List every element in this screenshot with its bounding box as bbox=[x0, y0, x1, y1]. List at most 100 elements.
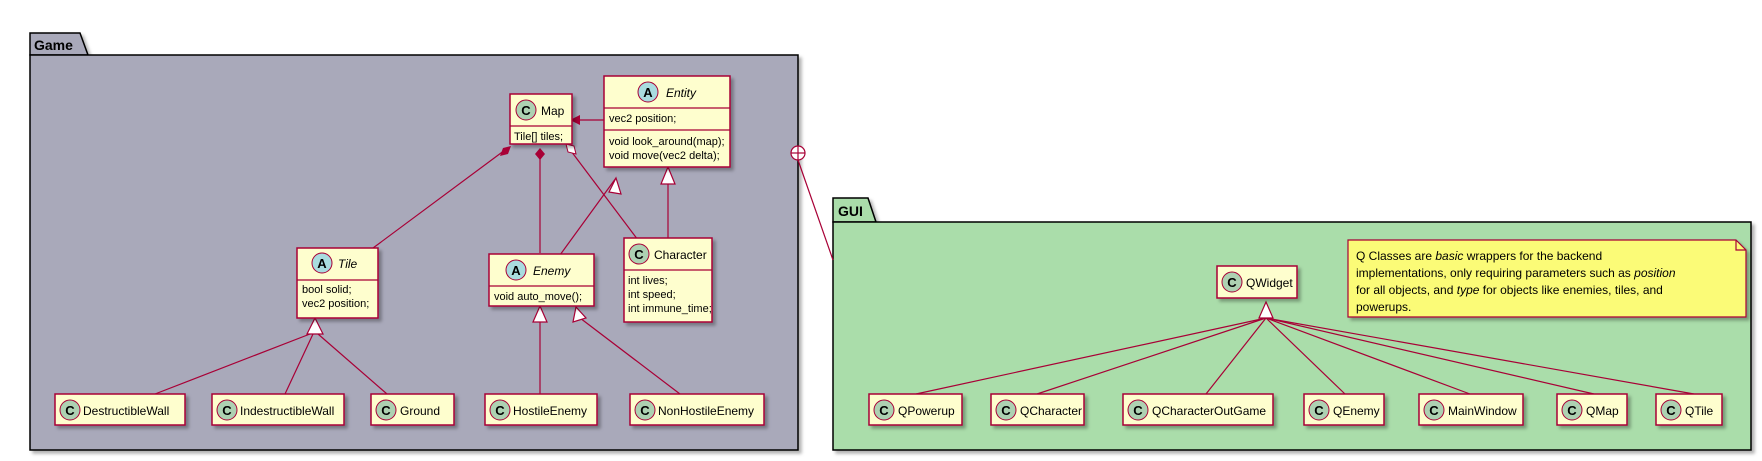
edge-dwall-tile bbox=[154, 333, 311, 395]
class-character[interactable]: C Character int lives; int speed; int im… bbox=[623, 237, 713, 323]
class-enemy[interactable]: A Enemy void auto_move(); bbox=[488, 253, 595, 307]
class-enemy-field: void auto_move(); bbox=[494, 291, 582, 303]
edge-decorations bbox=[306, 115, 1274, 335]
class-nonhostile-enemy-name: NonHostileEnemy bbox=[658, 404, 754, 418]
class-circle-icon bbox=[1308, 399, 1330, 421]
class-kind-letter: C bbox=[640, 403, 650, 418]
class-qcharacter-out-game-name: QCharacterOutGame bbox=[1152, 404, 1266, 418]
class-indestructible-wall[interactable]: C IndestructibleWall bbox=[211, 393, 345, 426]
class-entity-field: vec2 position; bbox=[609, 113, 676, 125]
class-qpowerup[interactable]: C QPowerup bbox=[868, 393, 963, 426]
class-qmap-name: QMap bbox=[1586, 404, 1619, 418]
edge-map-character bbox=[570, 150, 639, 241]
class-circle-icon bbox=[1127, 399, 1149, 421]
class-qpowerup-name: QPowerup bbox=[898, 404, 955, 418]
class-qenemy-name: QEnemy bbox=[1333, 404, 1380, 418]
class-qtile-name: QTile bbox=[1685, 404, 1714, 418]
class-tile-name: Tile bbox=[338, 257, 358, 271]
class-kind-letter: C bbox=[1567, 403, 1577, 418]
class-indestructible-wall-name: IndestructibleWall bbox=[240, 404, 334, 418]
class-circle-icon bbox=[59, 399, 81, 421]
class-entity-method: void move(vec2 delta); bbox=[609, 150, 720, 162]
class-circle-icon bbox=[489, 399, 511, 421]
edge-qcharacterout-qwidget bbox=[1205, 317, 1267, 395]
edge-qcharacter-qwidget bbox=[1036, 317, 1267, 395]
class-kind-letter: C bbox=[65, 403, 75, 418]
class-destructible-wall-name: DestructibleWall bbox=[83, 404, 169, 418]
class-kind-letter: A bbox=[643, 85, 653, 100]
composition-diamond-enemy bbox=[535, 148, 545, 160]
class-qwidget-name: QWidget bbox=[1246, 276, 1293, 290]
class-entity-name: Entity bbox=[666, 86, 697, 100]
class-kind-letter: A bbox=[317, 256, 327, 271]
class-circle-icon bbox=[375, 399, 397, 421]
edge-nonhostile-enemy bbox=[579, 317, 681, 395]
edge-map-tile bbox=[372, 149, 506, 249]
class-qenemy[interactable]: C QEnemy bbox=[1303, 393, 1385, 426]
edge-qenemy-qwidget bbox=[1265, 317, 1346, 395]
class-qwidget[interactable]: C QWidget bbox=[1216, 265, 1298, 299]
generalization-triangle-entity-1 bbox=[608, 176, 622, 195]
nesting-circle-plus-icon bbox=[790, 145, 806, 161]
class-kind-letter: C bbox=[634, 247, 644, 262]
class-kind-letter: C bbox=[1314, 403, 1324, 418]
abstract-circle-icon bbox=[311, 252, 333, 274]
note-line-3: for all objects, and type for objects li… bbox=[1356, 283, 1663, 297]
class-kind-letter: C bbox=[879, 403, 889, 418]
class-circle-icon bbox=[216, 399, 238, 421]
class-nonhostile-enemy[interactable]: C NonHostileEnemy bbox=[629, 393, 765, 426]
generalization-triangle-tile bbox=[306, 316, 324, 335]
edge-qtile-qwidget bbox=[1265, 317, 1695, 395]
class-map[interactable]: C Map Tile[] tiles; bbox=[509, 93, 573, 145]
class-circle-icon bbox=[1221, 271, 1243, 293]
composition-diamond-tile bbox=[500, 146, 511, 156]
class-circle-icon bbox=[995, 399, 1017, 421]
class-circle-icon bbox=[1660, 399, 1682, 421]
class-kind-letter: C bbox=[1429, 403, 1439, 418]
note-line-2: implementations, only requiring paramete… bbox=[1356, 266, 1676, 280]
package-game-title: Game bbox=[34, 37, 73, 53]
note-q-classes: Q Classes are basic wrappers for the bac… bbox=[1347, 239, 1747, 318]
generalization-triangle-entity-2 bbox=[660, 165, 676, 185]
class-qtile[interactable]: C QTile bbox=[1655, 393, 1723, 426]
edge-ground-tile bbox=[317, 333, 388, 395]
aggregation-diamond-character bbox=[565, 143, 577, 155]
note-line-4: powerups. bbox=[1356, 300, 1411, 314]
class-tile-field: vec2 position; bbox=[302, 298, 369, 310]
class-tile[interactable]: A Tile bool solid; vec2 position; bbox=[296, 247, 379, 319]
class-qcharacter[interactable]: C QCharacter bbox=[990, 393, 1085, 426]
class-entity[interactable]: A Entity vec2 position; void look_around… bbox=[603, 75, 731, 168]
arrowhead-entity-map bbox=[570, 115, 580, 125]
class-enemy-name: Enemy bbox=[533, 264, 571, 278]
class-character-field: int speed; bbox=[628, 289, 676, 301]
generalization-triangle-qwidget bbox=[1258, 300, 1274, 319]
class-main-window[interactable]: C MainWindow bbox=[1418, 393, 1524, 426]
edge-enemy-entity bbox=[559, 177, 617, 256]
class-destructible-wall[interactable]: C DestructibleWall bbox=[54, 393, 186, 426]
class-kind-letter: C bbox=[1227, 275, 1237, 290]
class-circle-icon bbox=[634, 399, 656, 421]
class-circle-icon bbox=[1561, 399, 1583, 421]
abstract-circle-icon bbox=[637, 81, 659, 103]
note-line-1: Q Classes are basic wrappers for the bac… bbox=[1356, 249, 1602, 263]
class-circle-icon bbox=[1423, 399, 1445, 421]
class-kind-letter: C bbox=[1001, 403, 1011, 418]
abstract-circle-icon bbox=[505, 259, 527, 281]
class-hostile-enemy[interactable]: C HostileEnemy bbox=[484, 393, 598, 426]
relationships bbox=[154, 119, 1695, 395]
class-map-field: Tile[] tiles; bbox=[514, 131, 563, 143]
class-main-window-name: MainWindow bbox=[1448, 404, 1517, 418]
class-circle-icon bbox=[628, 243, 650, 265]
class-ground[interactable]: C Ground bbox=[370, 393, 455, 426]
class-kind-letter: C bbox=[1666, 403, 1676, 418]
class-kind-letter: C bbox=[222, 403, 232, 418]
class-entity-method: void look_around(map); bbox=[609, 136, 725, 148]
class-qmap[interactable]: C QMap bbox=[1556, 393, 1628, 426]
class-kind-letter: C bbox=[1133, 403, 1143, 418]
class-map-name: Map bbox=[541, 104, 565, 118]
class-kind-letter: C bbox=[495, 403, 505, 418]
class-ground-name: Ground bbox=[400, 404, 440, 418]
edge-qmap-qwidget bbox=[1265, 317, 1595, 395]
class-qcharacter-out-game[interactable]: C QCharacterOutGame bbox=[1122, 393, 1274, 426]
